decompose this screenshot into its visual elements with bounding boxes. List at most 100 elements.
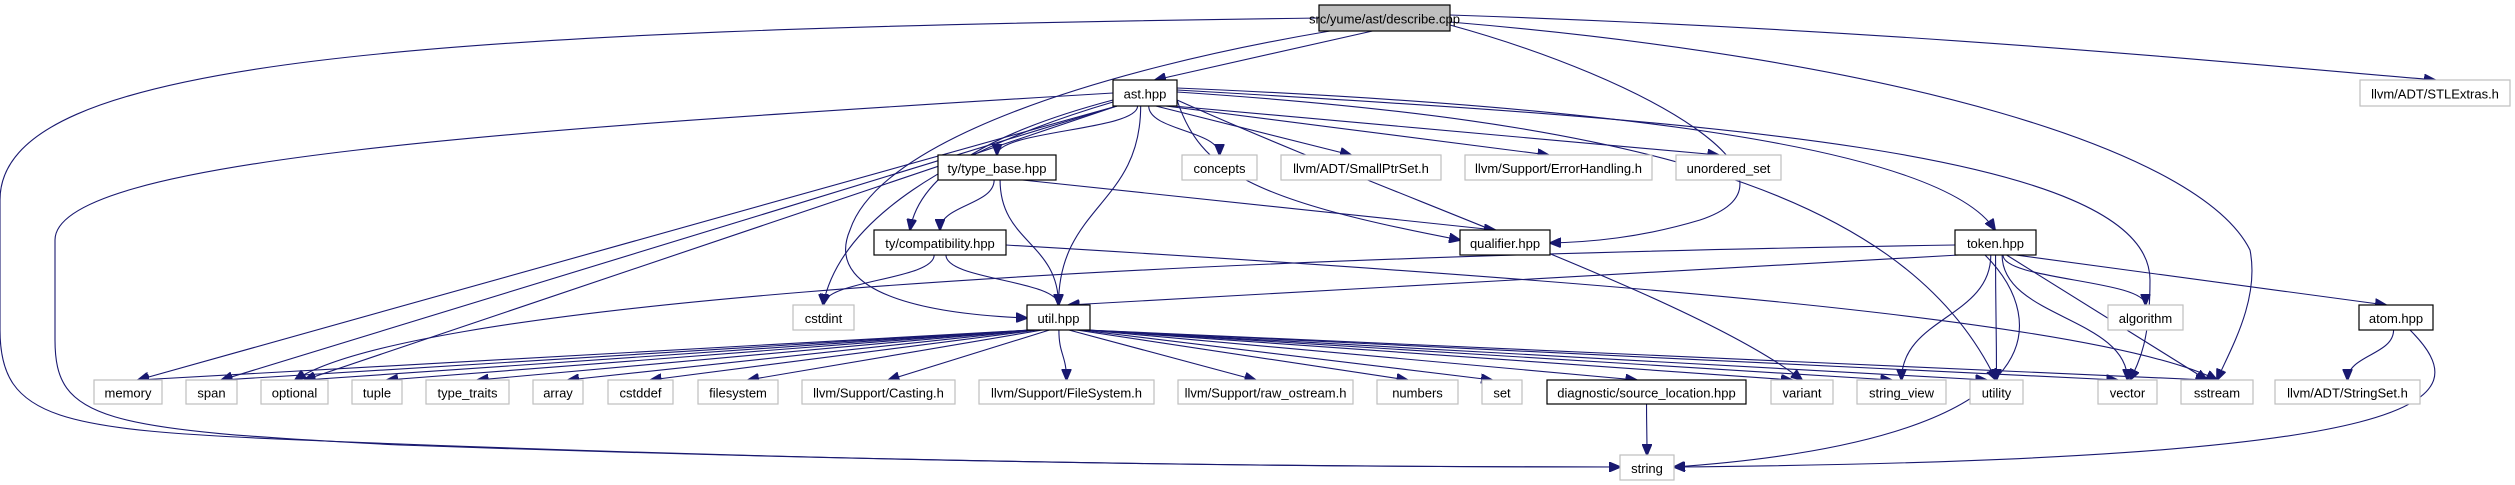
node-box[interactable] [2359, 79, 2511, 107]
node-box[interactable] [532, 379, 584, 405]
node-box[interactable] [1481, 379, 1523, 405]
node-atom[interactable]: atom.hpp [2358, 304, 2434, 331]
node-token[interactable]: token.hpp [1954, 229, 2037, 256]
node-string[interactable]: string [1619, 454, 1675, 481]
node-compat[interactable]: ty/compatibility.hpp [873, 229, 1007, 256]
node-box[interactable] [2358, 304, 2434, 331]
node-span[interactable]: span [185, 379, 238, 405]
node-type-base[interactable]: ty/type_base.hpp [937, 154, 1057, 181]
edge-util-to-filesystem [748, 329, 1043, 380]
node-label: llvm/Support/Casting.h [813, 386, 944, 401]
node-box[interactable] [2097, 379, 2158, 405]
node-label: algorithm [2119, 311, 2172, 326]
node-box[interactable] [2274, 379, 2421, 405]
node-box[interactable] [1546, 379, 1747, 405]
node-label: ast.hpp [1124, 87, 1167, 102]
node-label: llvm/Support/FileSystem.h [991, 386, 1142, 401]
node-box[interactable] [93, 379, 163, 405]
edge-describe-to-stlextras [1449, 14, 2435, 80]
node-sstream[interactable]: sstream [2180, 379, 2254, 405]
node-set[interactable]: set [1481, 379, 1523, 405]
edge-compat-to-cstdint [824, 254, 935, 305]
node-numbers[interactable]: numbers [1376, 379, 1459, 405]
node-algorithm[interactable]: algorithm [2107, 304, 2184, 331]
node-qualifier[interactable]: qualifier.hpp [1459, 229, 1551, 256]
node-box[interactable] [2180, 379, 2254, 405]
node-unordered-set[interactable]: unordered_set [1675, 154, 1782, 181]
edge-ast-to-qualifier [1176, 99, 1460, 240]
node-label: optional [272, 386, 318, 401]
edge-ast-to-unordered_set [1172, 105, 1719, 155]
node-stlextras[interactable]: llvm/ADT/STLExtras.h [2359, 79, 2511, 107]
node-label: numbers [1392, 386, 1443, 401]
node-memory[interactable]: memory [93, 379, 163, 405]
edges-layer [0, 14, 2436, 467]
node-filesystem[interactable]: filesystem [697, 379, 779, 405]
node-tuple[interactable]: tuple [351, 379, 403, 405]
node-box[interactable] [937, 154, 1057, 181]
node-smallptrset[interactable]: llvm/ADT/SmallPtrSet.h [1280, 154, 1442, 181]
node-box[interactable] [185, 379, 238, 405]
node-box[interactable] [260, 379, 329, 405]
node-box[interactable] [1459, 229, 1551, 256]
node-box[interactable] [873, 229, 1007, 256]
node-filesystem-h[interactable]: llvm/Support/FileSystem.h [978, 379, 1155, 405]
edge-atom-to-string [1674, 329, 2436, 467]
node-label: concepts [1193, 161, 1246, 176]
node-optional[interactable]: optional [260, 379, 329, 405]
node-label: variant [1782, 386, 1821, 401]
node-describe[interactable]: src/yume/ast/describe.cpp [1309, 4, 1460, 32]
node-label: sstream [2194, 386, 2240, 401]
node-label: llvm/ADT/STLExtras.h [2371, 87, 2499, 102]
node-label: util.hpp [1038, 311, 1080, 326]
edge-compat-to-util [945, 254, 1059, 305]
node-box[interactable] [1619, 454, 1675, 481]
node-box[interactable] [607, 379, 674, 405]
node-box[interactable] [801, 379, 956, 405]
node-box[interactable] [1112, 79, 1178, 107]
node-box[interactable] [1318, 4, 1451, 32]
node-errorhandling[interactable]: llvm/Support/ErrorHandling.h [1464, 154, 1653, 181]
node-box[interactable] [1856, 379, 1947, 405]
edge-ast-to-concepts [1148, 105, 1220, 155]
node-box[interactable] [1280, 154, 1442, 181]
node-box[interactable] [2107, 304, 2184, 331]
node-box[interactable] [351, 379, 403, 405]
node-box[interactable] [1181, 154, 1258, 181]
node-box[interactable] [978, 379, 1155, 405]
node-concepts[interactable]: concepts [1181, 154, 1258, 181]
node-array[interactable]: array [532, 379, 584, 405]
node-type-traits[interactable]: type_traits [425, 379, 510, 405]
node-casting[interactable]: llvm/Support/Casting.h [801, 379, 956, 405]
node-string-view[interactable]: string_view [1856, 379, 1947, 405]
node-box[interactable] [1177, 379, 1354, 405]
node-box[interactable] [1026, 304, 1091, 331]
node-box[interactable] [792, 304, 855, 331]
node-box[interactable] [1464, 154, 1653, 181]
edge-type_base-to-util [999, 179, 1058, 305]
edge-compat-to-sstream [1005, 244, 2217, 380]
node-box[interactable] [1376, 379, 1459, 405]
node-raw-ostream[interactable]: llvm/Support/raw_ostream.h [1177, 379, 1354, 405]
node-box[interactable] [425, 379, 510, 405]
node-box[interactable] [1969, 379, 2024, 405]
node-box[interactable] [1675, 154, 1782, 181]
node-cstddef[interactable]: cstddef [607, 379, 674, 405]
node-label: filesystem [709, 386, 767, 401]
node-util[interactable]: util.hpp [1026, 304, 1091, 331]
node-utility[interactable]: utility [1969, 379, 2024, 405]
node-box[interactable] [1954, 229, 2037, 256]
node-cstdint[interactable]: cstdint [792, 304, 855, 331]
node-label: llvm/ADT/StringSet.h [2287, 386, 2408, 401]
edge-describe-to-ast [1155, 30, 1373, 80]
node-stringset[interactable]: llvm/ADT/StringSet.h [2274, 379, 2421, 405]
edge-ast-to-cstdint [823, 101, 1114, 305]
node-source-location[interactable]: diagnostic/source_location.hpp [1546, 379, 1747, 405]
node-vector[interactable]: vector [2097, 379, 2158, 405]
node-variant[interactable]: variant [1770, 379, 1834, 405]
node-label: llvm/ADT/SmallPtrSet.h [1293, 161, 1429, 176]
node-ast[interactable]: ast.hpp [1112, 79, 1178, 107]
edge-ast-to-util [1059, 105, 1142, 305]
node-box[interactable] [1770, 379, 1834, 405]
node-box[interactable] [697, 379, 779, 405]
